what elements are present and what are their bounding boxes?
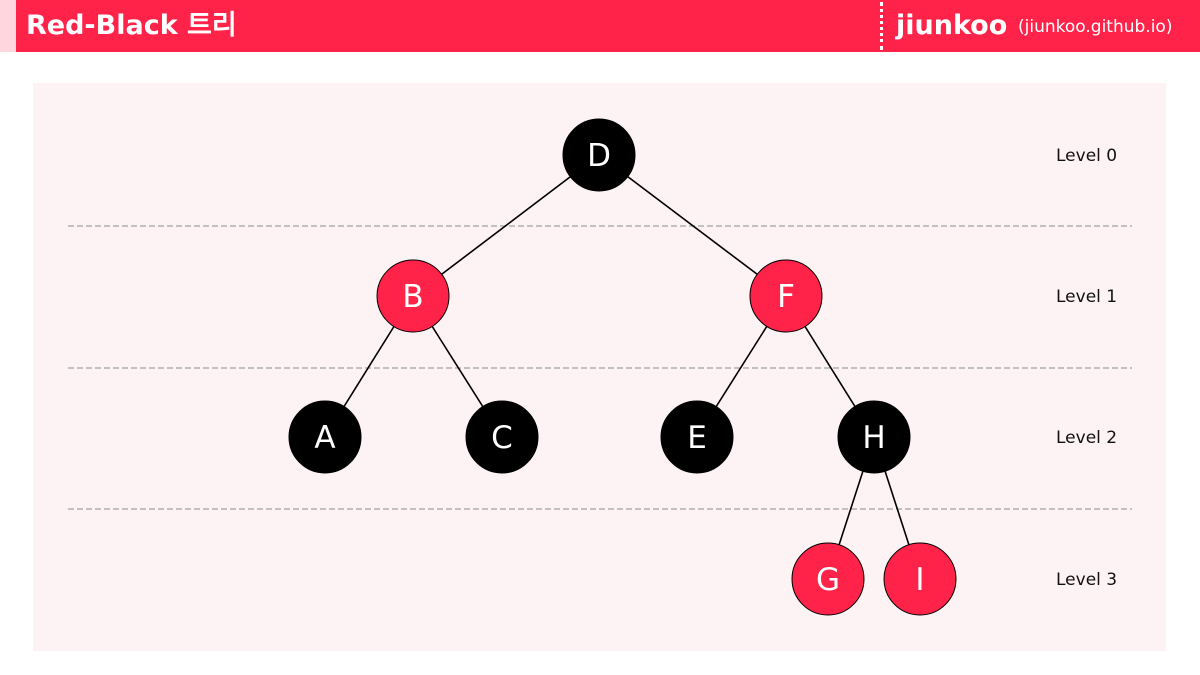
brand-url: (jiunkoo.github.io): [1018, 17, 1173, 37]
node-label: H: [862, 420, 885, 456]
node-circle: [376, 259, 450, 333]
page-title: Red-Black 트리: [26, 10, 237, 41]
node-label: D: [587, 138, 611, 174]
edge-d-b: [412, 154, 600, 297]
node-circle: [883, 542, 957, 616]
node-circle: [465, 400, 539, 474]
node-label: B: [402, 279, 423, 315]
node-label: G: [816, 562, 840, 598]
node-label: E: [687, 420, 707, 456]
tree-node-g: G: [791, 542, 865, 616]
node-circle: [288, 400, 362, 474]
level-label-1: Level 1: [1056, 287, 1117, 307]
tree-node-i: I: [883, 542, 957, 616]
node-label: F: [777, 279, 795, 315]
edge-d-f: [598, 154, 787, 297]
tree-node-h: H: [837, 400, 911, 474]
node-circle: [791, 542, 865, 616]
level-label-3: Level 3: [1056, 570, 1117, 590]
header-divider: [880, 2, 883, 50]
brand-name: jiunkoo: [896, 10, 1008, 41]
node-circle: [660, 400, 734, 474]
tree-node-e: E: [660, 400, 734, 474]
node-circle: [837, 400, 911, 474]
node-label: I: [915, 562, 924, 598]
node-circle: [562, 118, 636, 192]
level-label-0: Level 0: [1056, 146, 1117, 166]
tree-node-a: A: [288, 400, 362, 474]
header-bar: Red-Black 트리 jiunkoo (jiunkoo.github.io): [0, 0, 1200, 52]
tree-node-c: C: [465, 400, 539, 474]
tree-node-d: D: [562, 118, 636, 192]
tree-node-b: B: [376, 259, 450, 333]
tree-nodes: D B F A C E H G I: [288, 118, 957, 616]
node-label: A: [314, 420, 335, 456]
tree-node-f: F: [749, 259, 823, 333]
header-accent-strip: [0, 0, 16, 52]
level-separators: [68, 225, 1132, 510]
node-label: C: [491, 420, 513, 456]
tree-edges: [324, 154, 921, 580]
level-labels: Level 0 Level 1 Level 2 Level 3: [1056, 146, 1117, 590]
level-label-2: Level 2: [1056, 428, 1117, 448]
node-circle: [749, 259, 823, 333]
